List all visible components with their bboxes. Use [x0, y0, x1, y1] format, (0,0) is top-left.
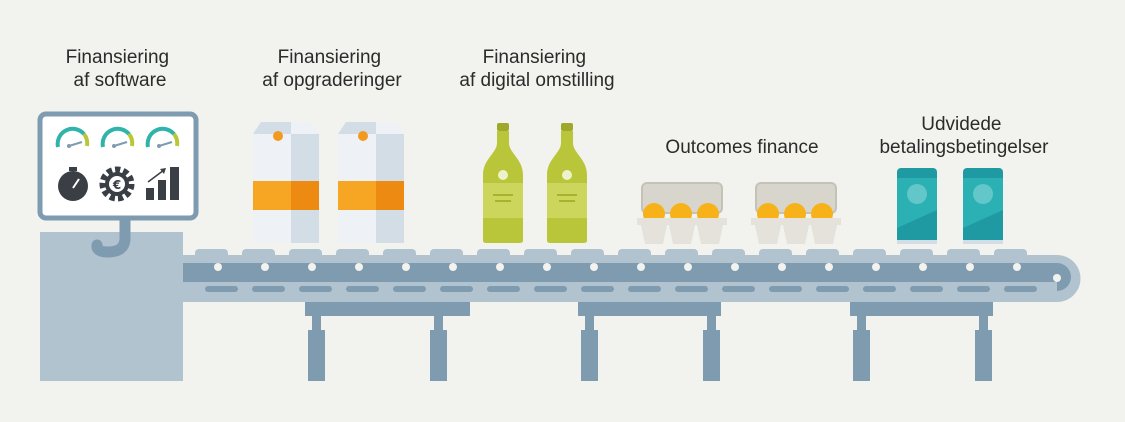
- euro-gear-icon: €: [99, 166, 135, 202]
- belt-slat-lower: [1004, 286, 1037, 292]
- belt-slat-lower: [440, 286, 473, 292]
- support-leg: [430, 330, 447, 381]
- belt-rivet: [261, 263, 269, 271]
- belt-slat-lower: [675, 286, 708, 292]
- monitor-stand: [91, 212, 131, 258]
- belt-slat: [289, 249, 322, 259]
- milk-carton: [338, 122, 404, 243]
- label-digital: Finansiering af digital omstilling: [459, 47, 614, 91]
- belt-slat-lower: [722, 286, 755, 292]
- support-leg: [857, 316, 866, 330]
- support-leg: [703, 330, 720, 381]
- can: [897, 168, 937, 244]
- support-leg: [581, 330, 598, 381]
- end-roller: [1053, 274, 1061, 282]
- belt-rivet: [825, 263, 833, 271]
- belt-slat: [571, 249, 604, 259]
- belt-slat-lower: [769, 286, 802, 292]
- belt-rivet: [214, 263, 222, 271]
- belt-slat-lower: [487, 286, 520, 292]
- milk-carton: [253, 122, 319, 243]
- belt-slat-lower: [393, 286, 426, 292]
- belt-slat: [712, 249, 745, 259]
- belt-slat: [242, 249, 275, 259]
- belt-slat: [665, 249, 698, 259]
- belt-slat: [853, 249, 886, 259]
- belt-rivet: [637, 263, 645, 271]
- bottle: [546, 122, 588, 244]
- label-outcomes: Outcomes finance: [665, 137, 818, 158]
- svg-text:€: €: [112, 178, 121, 192]
- belt-rivet: [684, 263, 692, 271]
- support-leg: [308, 330, 325, 381]
- can: [963, 168, 1003, 244]
- support-leg: [975, 330, 992, 381]
- bottle: [482, 122, 524, 244]
- egg-carton: [750, 182, 842, 245]
- belt-slat: [524, 249, 557, 259]
- belt-slat-lower: [628, 286, 661, 292]
- belt-rivet: [496, 263, 504, 271]
- belt-slat-lower: [910, 286, 943, 292]
- support-leg: [312, 316, 321, 330]
- label-upgrades: Finansiering af opgraderinger: [262, 47, 402, 91]
- belt-slat: [900, 249, 933, 259]
- support-leg: [707, 316, 716, 330]
- belt-rivet: [543, 263, 551, 271]
- belt-rivet: [590, 263, 598, 271]
- belt-slat-lower: [252, 286, 285, 292]
- support-leg: [585, 316, 594, 330]
- belt-rivet: [872, 263, 880, 271]
- belt-slat: [947, 249, 980, 259]
- belt-rivet: [308, 263, 316, 271]
- conveyor-supports: [305, 302, 993, 381]
- belt-slat-lower: [534, 286, 567, 292]
- stopwatch-icon: [58, 167, 88, 201]
- belt-slat-lower: [816, 286, 849, 292]
- belt-slat: [759, 249, 792, 259]
- belt-slat: [336, 249, 369, 259]
- support-leg: [853, 330, 870, 381]
- belt-slat: [806, 249, 839, 259]
- belt-slat-lower: [581, 286, 614, 292]
- belt-rivet: [1013, 263, 1021, 271]
- growth-chart-icon: [146, 167, 179, 200]
- label-payment: Udvidede betalingsbetingelser: [879, 114, 1049, 158]
- belt-slat-lower: [957, 286, 990, 292]
- conveyor-belt: [183, 249, 1081, 302]
- belt-rivet: [355, 263, 363, 271]
- support-leg: [979, 316, 988, 330]
- belt-rivet: [778, 263, 786, 271]
- belt-slat-lower: [863, 286, 896, 292]
- belt-rivet: [966, 263, 974, 271]
- belt-slat: [994, 249, 1027, 259]
- belt-rivet: [731, 263, 739, 271]
- belt-slat: [618, 249, 651, 259]
- support-leg: [434, 316, 443, 330]
- belt-rivet: [919, 263, 927, 271]
- belt-slat: [477, 249, 510, 259]
- belt-rivet: [402, 263, 410, 271]
- belt-slat-lower: [205, 286, 238, 292]
- label-software: Finansiering af software: [66, 47, 175, 91]
- egg-carton: [636, 182, 728, 245]
- belt-slat-lower: [346, 286, 379, 292]
- monitor: €: [37, 111, 199, 221]
- belt-rivet: [449, 263, 457, 271]
- belt-slat-lower: [299, 286, 332, 292]
- belt-slat: [383, 249, 416, 259]
- belt-slat: [195, 249, 228, 259]
- belt-slat: [430, 249, 463, 259]
